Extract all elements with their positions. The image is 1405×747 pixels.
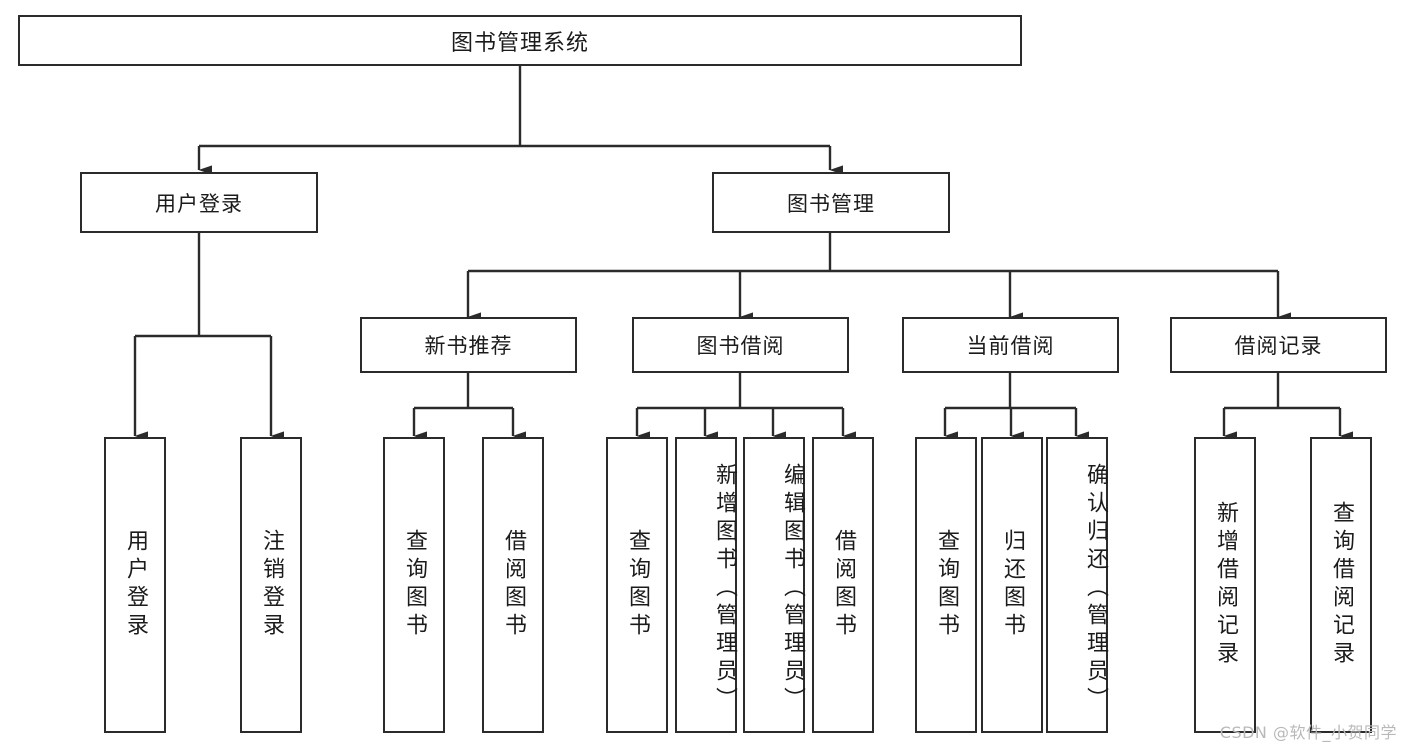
csdn-watermark: CSDN @软件_小贺同学 <box>1219 723 1397 742</box>
node-label: 图书管理系统 <box>450 30 589 56</box>
node-book-management[interactable]: 图书管理 <box>712 172 950 233</box>
leaf-query-borrow-record[interactable]: 查询借阅记录 <box>1310 437 1372 733</box>
node-label: 用户登录 <box>155 191 243 216</box>
node-new-book-recommendation[interactable]: 新书推荐 <box>360 317 577 373</box>
node-label: 编辑图书（管理员） <box>780 463 805 715</box>
leaf-add-borrow-record[interactable]: 新增借阅记录 <box>1194 437 1256 733</box>
node-label: 当前借阅 <box>966 334 1055 358</box>
node-label: 借阅图书 <box>501 529 526 641</box>
node-label: 注销登录 <box>259 529 284 641</box>
leaf-query-books-borrow[interactable]: 查询图书 <box>606 437 668 733</box>
leaf-user-login[interactable]: 用户登录 <box>104 437 166 733</box>
leaf-confirm-return-admin[interactable]: 确认归还（管理员） <box>1046 437 1108 733</box>
node-label: 新书推荐 <box>424 334 513 358</box>
leaf-query-books-new-book[interactable]: 查询图书 <box>383 437 445 733</box>
node-label: 查询借阅记录 <box>1329 501 1354 669</box>
node-label: 归还图书 <box>1000 529 1025 641</box>
node-label: 查询图书 <box>625 529 650 641</box>
node-label: 查询图书 <box>402 529 427 641</box>
node-borrowing-records[interactable]: 借阅记录 <box>1170 317 1387 373</box>
node-label: 确认归还（管理员） <box>1083 463 1108 715</box>
leaf-add-book-admin[interactable]: 新增图书（管理员） <box>675 437 737 733</box>
node-label: 新增借阅记录 <box>1213 501 1238 669</box>
leaf-borrow-books-new-book[interactable]: 借阅图书 <box>482 437 544 733</box>
leaf-return-books[interactable]: 归还图书 <box>981 437 1043 733</box>
leaf-borrow-books[interactable]: 借阅图书 <box>812 437 874 733</box>
node-label: 新增图书（管理员） <box>712 463 737 715</box>
node-label: 借阅图书 <box>831 529 856 641</box>
node-book-borrowing[interactable]: 图书借阅 <box>632 317 849 373</box>
node-label: 用户登录 <box>123 529 148 641</box>
node-user-login[interactable]: 用户登录 <box>80 172 318 233</box>
leaf-logout[interactable]: 注销登录 <box>240 437 302 733</box>
node-root-book-management-system[interactable]: 图书管理系统 <box>18 15 1022 66</box>
node-label: 查询图书 <box>934 529 959 641</box>
node-label: 借阅记录 <box>1234 334 1323 358</box>
leaf-edit-book-admin[interactable]: 编辑图书（管理员） <box>743 437 805 733</box>
node-current-borrowing[interactable]: 当前借阅 <box>902 317 1119 373</box>
leaf-query-books-current[interactable]: 查询图书 <box>915 437 977 733</box>
node-label: 图书借阅 <box>696 334 785 358</box>
node-label: 图书管理 <box>787 191 875 216</box>
